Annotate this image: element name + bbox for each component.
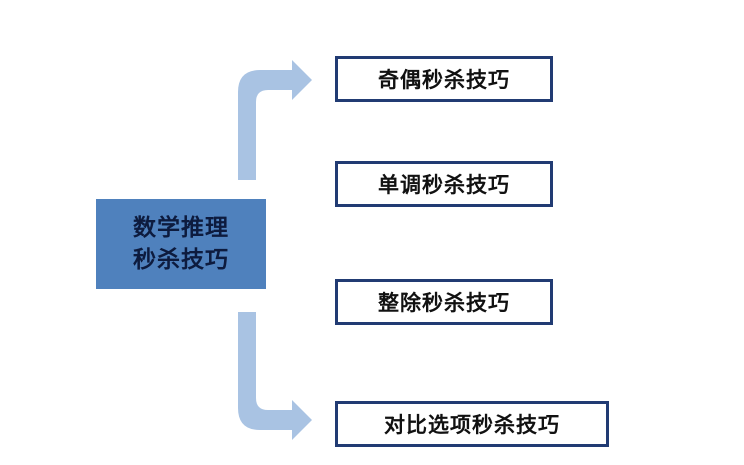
branch-label: 单调秒杀技巧 (378, 173, 510, 197)
root-node: 数学推理 秒杀技巧 (96, 199, 266, 289)
root-title-line-1: 数学推理 (133, 215, 229, 241)
lower-connector-arrow (238, 312, 312, 440)
branch-label: 对比选项秒杀技巧 (384, 413, 560, 437)
branch-label: 整除秒杀技巧 (378, 291, 510, 315)
branch-node-monotonic: 单调秒杀技巧 (335, 161, 553, 207)
branch-label: 奇偶秒杀技巧 (378, 68, 510, 92)
upper-connector-arrow (238, 60, 312, 180)
branch-node-option-comparison: 对比选项秒杀技巧 (335, 401, 609, 447)
branch-node-divisibility: 整除秒杀技巧 (335, 279, 553, 325)
branch-node-odd-even: 奇偶秒杀技巧 (335, 56, 553, 102)
root-title-line-2: 秒杀技巧 (133, 247, 229, 273)
